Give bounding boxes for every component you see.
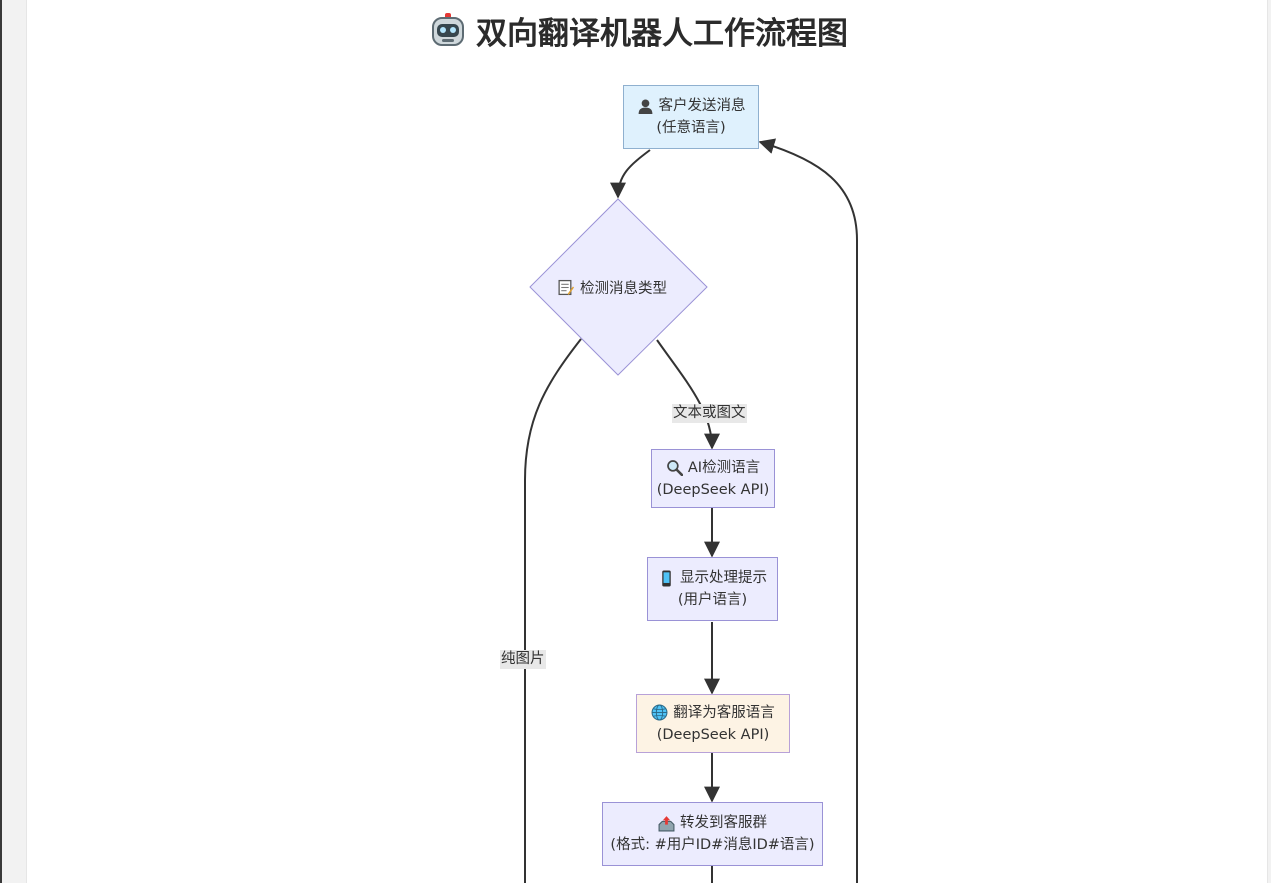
node-translate: 翻译为客服语言 (DeepSeek API) — [636, 694, 790, 753]
node-forward-line2: (格式: #用户ID#消息ID#语言) — [610, 837, 815, 853]
node-customer-line2: (任意语言) — [656, 120, 726, 136]
node-show-hint-line1: 显示处理提示 — [680, 570, 767, 586]
node-forward: 转发到客服群 (格式: #用户ID#消息ID#语言) — [602, 802, 823, 866]
node-ai-detect-line2: (DeepSeek API) — [656, 481, 770, 498]
node-ai-detect: AI检测语言 (DeepSeek API) — [651, 449, 775, 508]
edge-detect-to-ai — [656, 339, 720, 450]
edge-customer-to-detect — [610, 149, 651, 199]
phone-icon — [662, 570, 671, 586]
node-translate-line1: 翻译为客服语言 — [673, 704, 775, 721]
edge-label-text-or-rich: 文本或图文 — [672, 404, 747, 423]
node-detect-type-label: 检测消息类型 — [580, 281, 667, 297]
robot-icon — [432, 13, 464, 46]
memo-icon — [558, 279, 574, 296]
decision-label: 检测消息类型 — [557, 277, 667, 298]
node-ai-detect-line1: AI检测语言 — [687, 459, 761, 476]
diagram-title-wrap: 双向翻译机器人工作流程图 — [430, 8, 848, 52]
globe-icon — [651, 704, 668, 721]
node-customer-send: 客户发送消息 (任意语言) — [623, 85, 759, 149]
outbox-icon — [658, 815, 675, 831]
edge-loop-back-to-customer — [758, 138, 858, 883]
edge-detect-image-only — [524, 338, 582, 883]
diagram-title: 双向翻译机器人工作流程图 — [476, 15, 848, 52]
decision-diamond — [529, 198, 708, 376]
magnifier-icon — [667, 460, 683, 476]
node-customer-line1: 客户发送消息 — [658, 98, 746, 114]
node-forward-line1: 转发到客服群 — [680, 815, 767, 831]
edge-label-image-only: 纯图片 — [500, 650, 546, 669]
node-translate-line2: (DeepSeek API) — [656, 726, 770, 743]
node-show-hint: 显示处理提示 (用户语言) — [647, 557, 778, 621]
node-show-hint-line2: (用户语言) — [677, 592, 748, 608]
user-icon — [638, 98, 652, 114]
window-edge — [0, 0, 2, 883]
